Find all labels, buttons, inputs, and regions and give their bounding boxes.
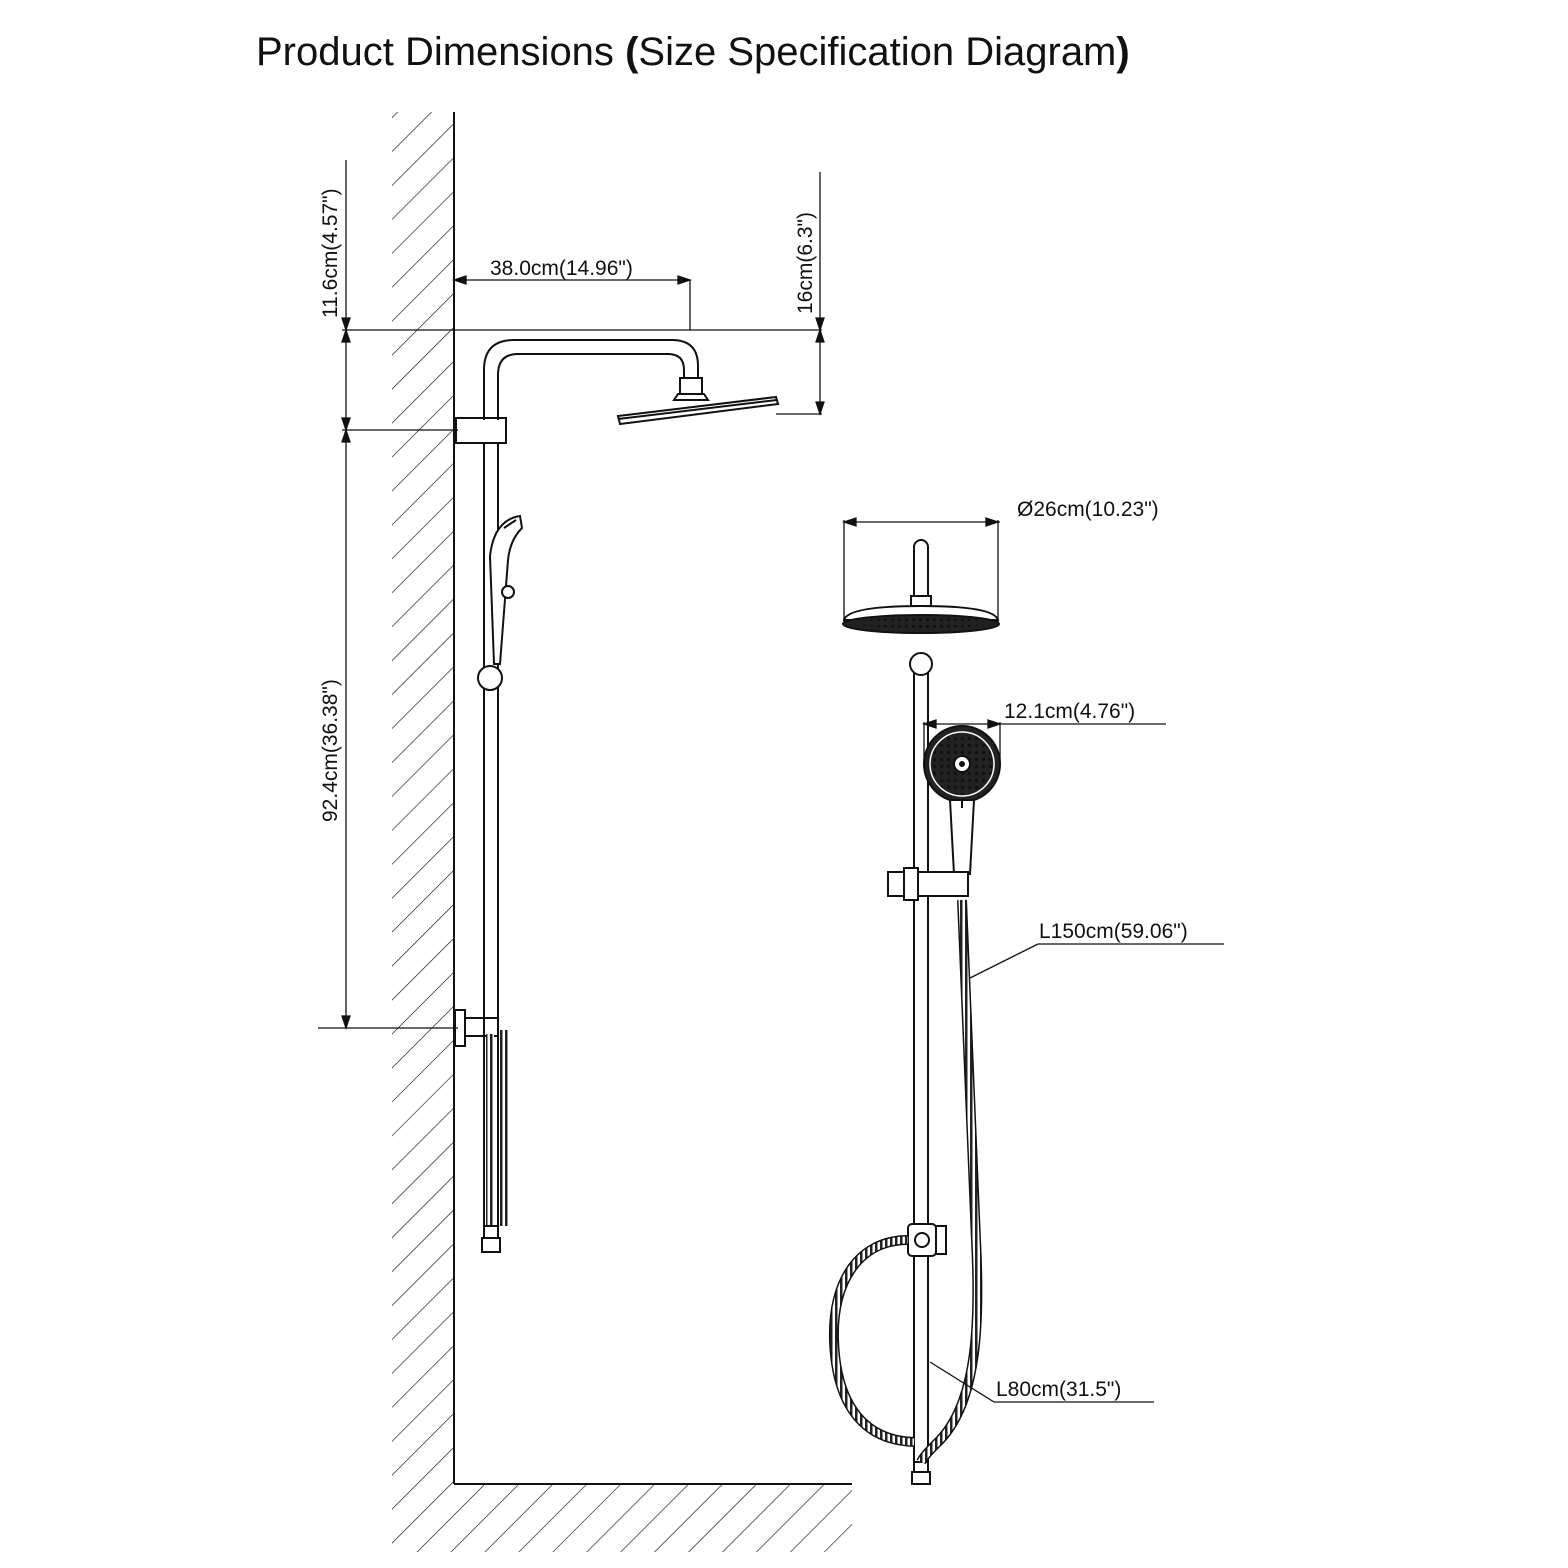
title-sub: Size Specification Diagram: [638, 30, 1117, 74]
dim-top-height: 11.6cm(4.57"): [319, 188, 342, 318]
dim-head-diameter: Ø26cm(10.23"): [1017, 498, 1159, 521]
title-open-paren: (: [625, 30, 639, 74]
dim-arm-length: 38.0cm(14.96"): [490, 257, 633, 280]
page-title: Product Dimensions (Size Specification D…: [256, 30, 1130, 75]
side-view-shower: [454, 339, 780, 1253]
wall-hatch: [392, 112, 455, 1552]
front-view-hoses: [828, 899, 983, 1465]
dim-hose-short: L80cm(31.5"): [996, 1378, 1121, 1401]
dim-head-drop: 16cm(6.3"): [794, 212, 817, 314]
title-main: Product Dimensions: [256, 30, 614, 74]
title-close-paren: ): [1116, 30, 1130, 74]
side-dimension-lines: [318, 160, 825, 1031]
dim-hose-long: L150cm(59.06"): [1039, 920, 1188, 943]
dim-handheld-width: 12.1cm(4.76"): [1004, 700, 1135, 723]
front-view-shower: [842, 539, 1001, 1485]
floor-hatch: [454, 1483, 852, 1552]
dim-rail-height: 92.4cm(36.38"): [319, 679, 342, 822]
front-dimension-lines: [841, 517, 1224, 1403]
